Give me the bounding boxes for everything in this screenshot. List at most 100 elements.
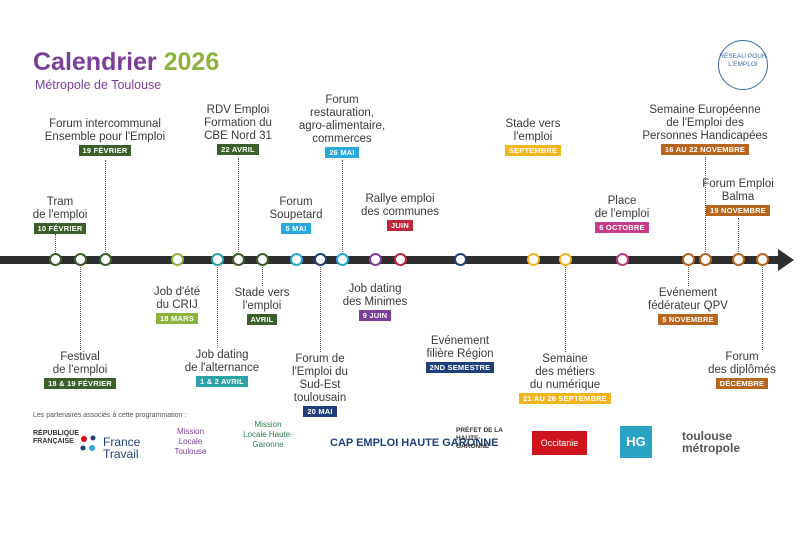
event-label-line: Place	[607, 195, 637, 207]
event-stem	[342, 160, 343, 256]
timeline-marker	[559, 253, 572, 266]
event-date-badge: 1 & 2 AVRIL	[196, 376, 248, 387]
event-label-line: de l'Emploi des	[666, 117, 744, 129]
event-label-line: Ensemble pour l'Emploi	[44, 131, 166, 143]
event-stem	[565, 264, 566, 352]
event-label-line: Semaine	[542, 353, 588, 365]
event-stem	[738, 218, 739, 256]
event-label-line: l'Emploi du	[292, 366, 348, 378]
timeline-marker	[232, 253, 245, 266]
event-stem	[262, 264, 263, 286]
timeline-marker	[336, 253, 349, 266]
logo-france-travail: France Travail	[103, 435, 141, 461]
event-date-badge: 2ND SEMESTRE	[425, 362, 495, 373]
timeline-marker	[256, 253, 269, 266]
event-stem	[688, 264, 689, 286]
title-year: 2026	[163, 48, 220, 76]
event-label-line: filière Région	[426, 348, 494, 360]
page-title: Calendrier 2026	[33, 48, 220, 76]
timeline-marker	[732, 253, 745, 266]
logo-prefet-haute-garonne: PRÉFET DE LA HAUTE-GARONNE	[456, 427, 503, 450]
timeline-marker	[74, 253, 87, 266]
event-label-line: RDV Emploi	[206, 104, 270, 116]
event-label-line: Stade vers	[505, 118, 561, 130]
event-label-line: Forum	[725, 351, 759, 363]
event-label-line: de l'alternance	[184, 362, 260, 374]
event-label-line: Job d'été	[153, 286, 201, 298]
event-label-line: Formation du	[204, 117, 272, 129]
event-date-badge: 19 FÉVRIER	[78, 145, 132, 156]
timeline-marker	[290, 253, 303, 266]
event-stem	[238, 158, 239, 256]
event-label-line: Sud-Est	[299, 379, 341, 391]
event-label-line: Forum intercommunal	[49, 118, 161, 130]
event-label-line: Semaine Européenne	[649, 104, 761, 116]
event-date-badge: AVRIL	[246, 314, 278, 325]
event-date-badge: DÉCEMBRE	[715, 378, 769, 389]
event-stem	[80, 264, 81, 350]
event-label-line: Stade vers	[234, 287, 290, 299]
event-label-line: l'emploi	[242, 300, 282, 312]
event-date-badge: 21 AU 26 SEPTEMBRE	[519, 393, 611, 404]
timeline-marker	[454, 253, 467, 266]
event-label-line: toulousain	[293, 392, 347, 404]
logo-occitanie: Occitanie	[532, 431, 587, 455]
event-date-badge: 22 AVRIL	[217, 144, 259, 155]
timeline-arrow	[778, 249, 794, 271]
event-label-line: l'emploi	[513, 131, 553, 143]
event-label-line: fédérateur QPV	[648, 300, 728, 312]
event-label-line: des métiers	[535, 366, 595, 378]
event-stem	[105, 160, 106, 256]
timeline-marker	[756, 253, 769, 266]
event-label-line: Balma	[721, 191, 755, 203]
timeline-marker	[369, 253, 382, 266]
logo-mission-locale-toulouse: Mission Locale Toulouse	[174, 427, 207, 456]
timeline-marker	[682, 253, 695, 266]
event-label-line: Forum de	[295, 353, 345, 365]
event-label-line: Festival	[60, 351, 100, 363]
timeline-marker	[171, 253, 184, 266]
event-label-line: restauration,	[310, 107, 374, 119]
event-stem	[55, 234, 56, 256]
timeline-marker	[394, 253, 407, 266]
reseau-emploi-stamp-logo: RÉSEAU POUR L'EMPLOI	[718, 40, 768, 90]
timeline-marker	[99, 253, 112, 266]
logo-cap-emploi: CAP EMPLOI HAUTE GARONNE	[330, 437, 499, 449]
event-label-line: Forum	[325, 94, 359, 106]
event-label-line: Job dating	[195, 349, 249, 361]
timeline-marker	[699, 253, 712, 266]
timeline-marker	[527, 253, 540, 266]
event-label-line: Evénement	[430, 335, 490, 347]
timeline-marker	[211, 253, 224, 266]
logo-haute-garonne: HG	[620, 426, 652, 458]
event-label-line: de l'emploi	[32, 209, 88, 221]
event-stem	[320, 264, 321, 352]
event-date-badge: 16 AU 22 NOVEMBRE	[660, 144, 750, 155]
event-label-line: du numérique	[529, 379, 601, 391]
event-date-badge: JUIN	[387, 220, 413, 231]
page-subtitle: Métropole de Toulouse	[35, 78, 162, 92]
event-label-line: Soupetard	[269, 209, 323, 221]
event-label-line: Tram	[46, 196, 74, 208]
event-date-badge: 10 FÉVRIER	[33, 223, 87, 234]
event-stem	[705, 157, 706, 256]
event-date-badge: 20 MAI	[303, 406, 337, 417]
event-label-line: des Minimes	[342, 296, 408, 308]
timeline-marker	[49, 253, 62, 266]
event-label-line: agro-alimentaire,	[298, 120, 386, 132]
event-date-badge: SEPTEMBRE	[504, 145, 562, 156]
